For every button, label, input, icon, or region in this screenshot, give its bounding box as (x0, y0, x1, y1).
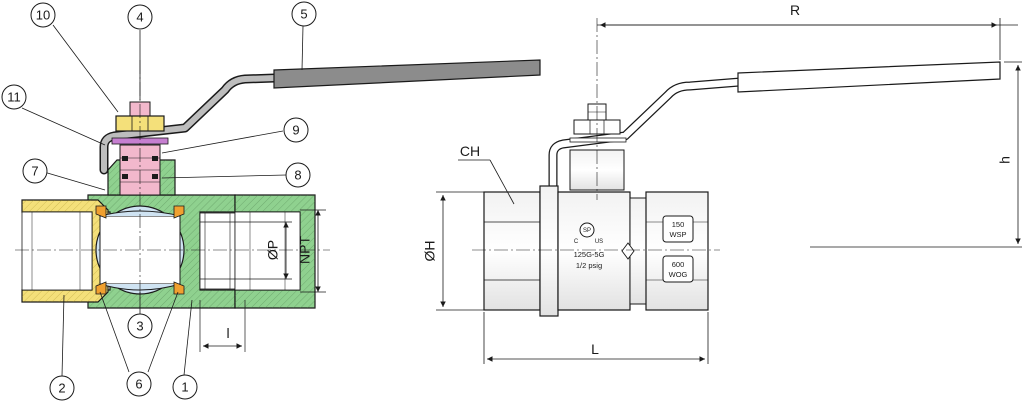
svg-text:3: 3 (136, 319, 143, 334)
svg-text:150: 150 (672, 220, 685, 229)
svg-text:2: 2 (58, 381, 65, 396)
certification-mark-icon (579, 222, 595, 238)
body-markings: SP C US 125G-5G 1/2 psig 150 WSP 600 WOG (574, 215, 694, 283)
length-label: L (591, 341, 599, 357)
cross-section-view: ØP NPT l 10 4 (1, 1, 541, 401)
svg-text:WSP: WSP (669, 230, 686, 239)
svg-text:5: 5 (300, 7, 307, 22)
diamond-mark-icon (621, 242, 635, 260)
leader-lines (21, 24, 304, 377)
thread-length-label: l (226, 325, 229, 341)
svg-text:1: 1 (181, 380, 188, 395)
handle-sleeve (737, 61, 1001, 93)
psig-rating: 1/2 psig (576, 261, 602, 270)
callout-7: 7 (22, 158, 48, 184)
end-cap-section (21, 199, 109, 303)
callout-11: 11 (1, 84, 27, 110)
svg-text:WOG: WOG (669, 270, 688, 279)
handle-grip (273, 59, 541, 89)
svg-text:SP: SP (583, 228, 591, 234)
svg-text:9: 9 (292, 123, 299, 138)
bore-dim-label: ØP (265, 240, 281, 260)
hex-label: CH (460, 143, 480, 159)
height-label: h (997, 156, 1013, 164)
cross-section-handle (99, 59, 541, 175)
svg-text:7: 7 (31, 164, 38, 179)
callout-1: 1 (172, 374, 198, 400)
exterior-dimensions (436, 18, 1022, 364)
thread-dim-label: NPT (297, 236, 313, 264)
svg-text:10: 10 (36, 8, 50, 23)
svg-text:US: US (595, 239, 603, 245)
callout-2: 2 (49, 375, 75, 401)
handle-length-label: R (790, 2, 800, 18)
exterior-handle (548, 61, 1001, 190)
svg-text:4: 4 (136, 10, 143, 25)
svg-text:C: C (574, 239, 579, 245)
exterior-view: SP C US 125G-5G 1/2 psig 150 WSP 600 WOG (422, 2, 1022, 364)
callout-5: 5 (291, 1, 317, 27)
exterior-body (557, 191, 709, 311)
svg-text:6: 6 (135, 377, 142, 392)
callout-3: 3 (127, 313, 153, 339)
callout-9: 9 (283, 117, 309, 143)
callout-10: 10 (30, 2, 56, 28)
exterior-end-hex (483, 185, 559, 317)
wsp-plate (662, 215, 694, 243)
body-diameter-label: ØH (422, 241, 438, 262)
svg-text:11: 11 (7, 90, 21, 105)
gas-rating: 125G-5G (574, 250, 605, 259)
svg-text:8: 8 (294, 168, 301, 183)
wog-plate (662, 255, 694, 283)
svg-text:600: 600 (672, 260, 685, 269)
seats (95, 205, 185, 295)
callout-4: 4 (127, 4, 153, 30)
callout-6: 6 (126, 371, 152, 397)
section-dimensions: ØP NPT l (199, 209, 326, 352)
callout-8: 8 (285, 162, 311, 188)
